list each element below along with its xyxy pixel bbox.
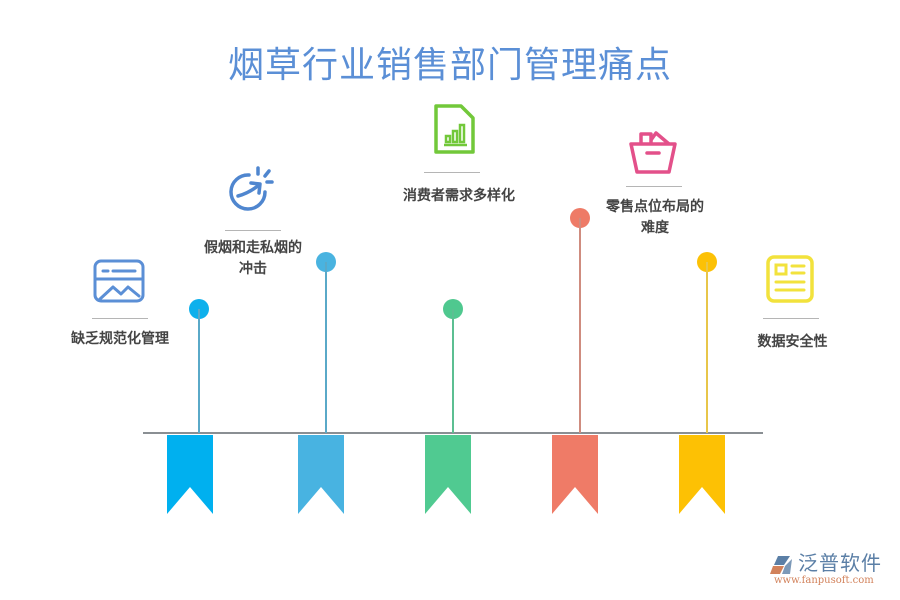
label-line: 假烟和走私烟的 [204, 240, 302, 256]
divider [92, 318, 148, 319]
pin-stem [452, 309, 454, 433]
label-line: 数据安全性 [757, 334, 828, 350]
ribbon-banner [552, 435, 598, 514]
pain-point-label: 缺乏规范化管理 [40, 329, 200, 350]
ribbon-banner [425, 435, 471, 514]
divider [225, 230, 281, 231]
document-bar-chart-icon [434, 104, 475, 154]
pain-point-label: 假烟和走私烟的 冲击 [175, 238, 331, 280]
pin-stem [579, 218, 581, 433]
arrow-burst-icon [229, 166, 274, 211]
divider [424, 172, 480, 173]
pain-point-label: 消费者需求多样化 [380, 186, 538, 207]
pin-stem [325, 262, 327, 433]
pin-stem [706, 262, 708, 433]
page-title: 烟草行业销售部门管理痛点 [227, 45, 672, 86]
ribbon-banner [298, 435, 344, 514]
id-card-list-icon [766, 255, 814, 303]
pain-point-label: 零售点位布局的 难度 [585, 197, 725, 239]
ribbon-banner [167, 435, 213, 514]
logo-name: 泛普软件 [798, 551, 882, 575]
timeline-baseline [143, 432, 763, 434]
brand-logo: 泛普软件 www.fanpusoft.com [770, 550, 895, 590]
logo-url: www.fanpusoft.com [774, 575, 874, 586]
label-line: 消费者需求多样化 [403, 188, 515, 204]
label-line: 冲击 [239, 261, 267, 277]
fanpu-logo-icon [770, 556, 792, 574]
label-line: 难度 [641, 220, 669, 236]
divider [763, 318, 819, 319]
divider [626, 186, 682, 187]
pain-point-label: 数据安全性 [735, 332, 850, 353]
shopping-basket-icon [629, 131, 677, 174]
label-line: 缺乏规范化管理 [71, 331, 169, 347]
browser-chart-icon [93, 259, 145, 303]
label-line: 零售点位布局的 [606, 199, 704, 215]
ribbon-banner [679, 435, 725, 514]
pin-stem [198, 309, 200, 433]
